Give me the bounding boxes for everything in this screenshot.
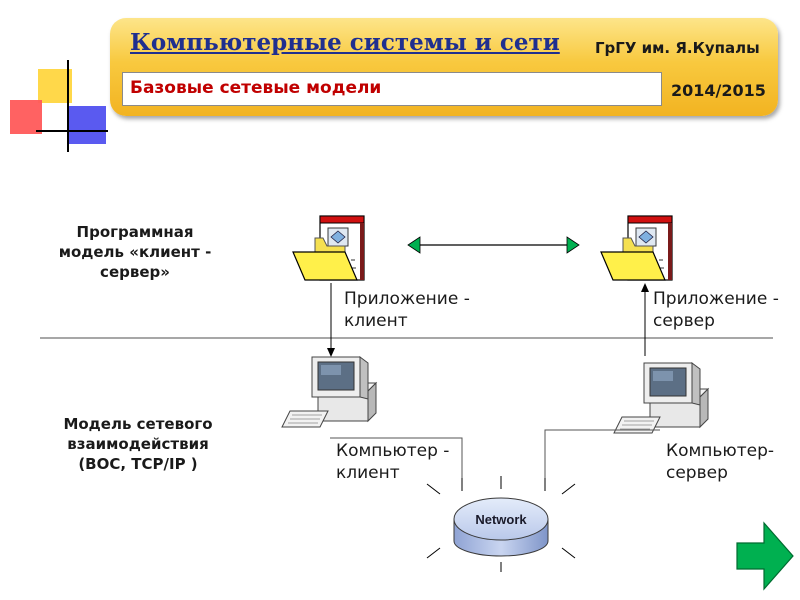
decor-blue-square — [68, 106, 106, 144]
network-cylinder-icon — [426, 476, 576, 572]
client-down-arrowhead — [327, 348, 335, 357]
network-model-line3: (ВОС, TCP/IP ) — [78, 455, 198, 473]
server-up-arrowhead — [641, 283, 649, 292]
app-folder-icon — [292, 215, 365, 281]
decor-red-square — [10, 100, 42, 134]
app-server-line2: сервер — [653, 311, 715, 331]
app-client-line2: клиент — [344, 311, 408, 331]
software-model-line3: сервер» — [100, 263, 170, 281]
app-server-line1: Приложение - — [653, 289, 779, 309]
app-folder-icon — [600, 215, 673, 281]
network-label: Network — [475, 512, 527, 527]
software-model-line1: Программная — [76, 223, 194, 241]
network-model-label: Модель сетевого взаимодействия (ВОС, TCP… — [38, 414, 238, 474]
network-model-line1: Модель сетевого — [63, 415, 213, 433]
network-model-line2: взаимодействия — [67, 435, 209, 453]
app-client-line1: Приложение - — [344, 289, 470, 309]
topic-title: Базовые сетевые модели — [130, 78, 382, 98]
computer-icon — [281, 356, 378, 428]
app-link-arrowhead-right — [566, 236, 580, 254]
server-cable — [544, 429, 660, 490]
academic-year: 2014/2015 — [671, 81, 766, 100]
pc-server-label: Компьютер- сервер — [666, 440, 774, 484]
app-server-label: Приложение - сервер — [653, 288, 779, 332]
computer-icon — [613, 362, 710, 434]
topic-box — [122, 72, 662, 106]
pc-client-label: Компьютер - клиент — [336, 440, 449, 484]
app-client-label: Приложение - клиент — [344, 288, 470, 332]
client-cable — [330, 437, 463, 490]
pc-server-line2: сервер — [666, 463, 728, 483]
pc-client-line2: клиент — [336, 463, 400, 483]
next-arrow-icon[interactable] — [736, 521, 794, 591]
app-link-arrowhead-left — [407, 236, 421, 254]
pc-server-line1: Компьютер- — [666, 441, 775, 461]
software-model-line2: модель «клиент - — [58, 243, 212, 261]
pc-client-line1: Компьютер - — [336, 441, 450, 461]
university-name: ГрГУ им. Я.Купалы — [595, 39, 760, 57]
software-model-label: Программная модель «клиент - сервер» — [30, 222, 240, 282]
course-title: Компьютерные системы и сети — [130, 29, 560, 56]
decor-yellow-square — [38, 69, 72, 103]
